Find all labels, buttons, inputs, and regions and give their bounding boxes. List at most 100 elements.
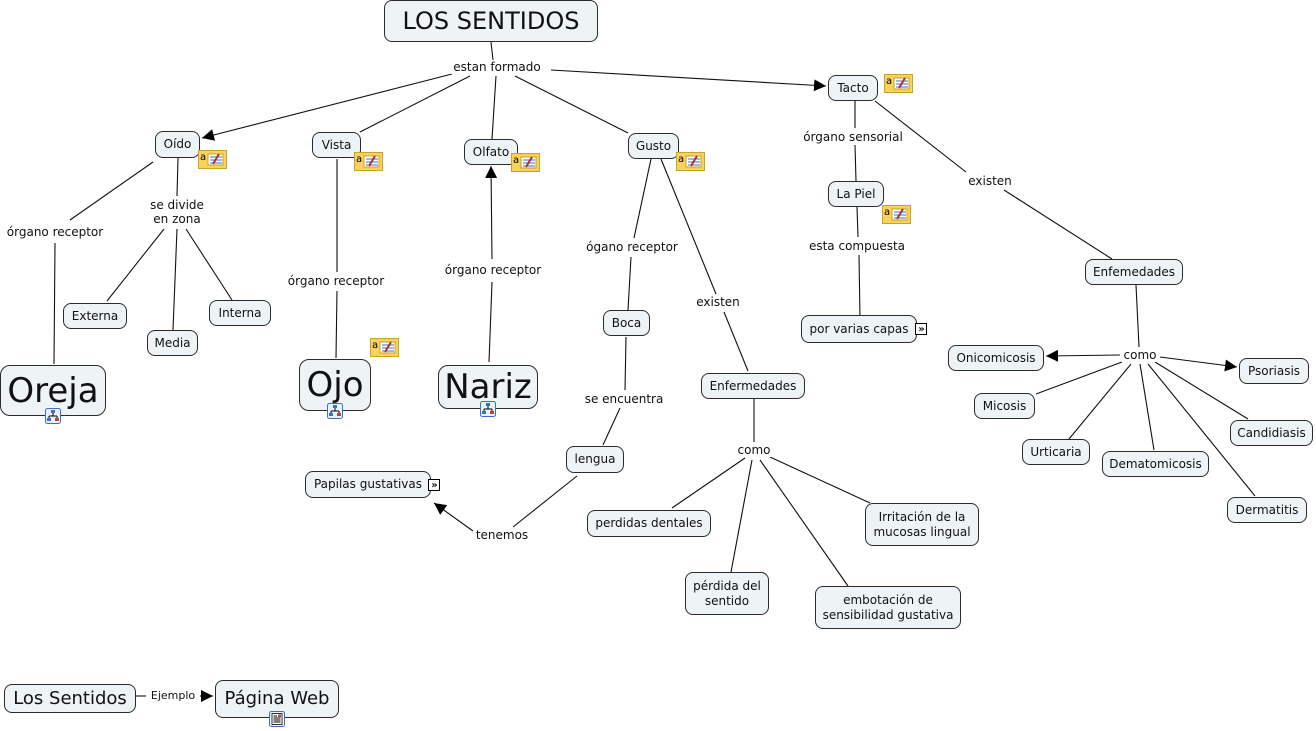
link-line: [106, 228, 165, 302]
concept-map-link-icon[interactable]: [327, 403, 343, 419]
link-line: [627, 256, 632, 311]
concept-los-sentidos[interactable]: LOS SENTIDOS: [384, 0, 598, 42]
svg-text:a: a: [678, 154, 684, 165]
concept-embotacion[interactable]: embotación de sensibilidad gustativa: [815, 586, 961, 629]
link-label-como-tacto: como: [1121, 348, 1159, 362]
concept-olfato[interactable]: Olfato: [464, 139, 518, 165]
link-line: [624, 336, 627, 391]
concept-urticaria[interactable]: Urticaria: [1022, 439, 1090, 465]
concept-onicomicosis[interactable]: Onicomicosis: [948, 345, 1044, 371]
link-line: [856, 206, 859, 238]
expand-chevrons-icon[interactable]: »: [428, 479, 440, 491]
concept-dematomicosis[interactable]: Dematomicosis: [1102, 451, 1209, 477]
concept-lengua[interactable]: lengua: [566, 446, 624, 473]
svg-text:a: a: [884, 207, 890, 218]
link-line: [671, 457, 746, 509]
concept-por-varias-capas[interactable]: por varias capas: [801, 315, 917, 343]
link-line: [1159, 356, 1238, 372]
link-line: [550, 69, 827, 92]
link-line: [201, 73, 453, 141]
annotation-note-icon[interactable]: a: [354, 152, 383, 171]
concept-enfermedades-gusto[interactable]: Enfermedades: [701, 373, 805, 399]
concept-boca[interactable]: Boca: [603, 310, 650, 336]
concept-externa[interactable]: Externa: [63, 303, 127, 329]
annotation-note-icon[interactable]: a: [198, 150, 227, 169]
link-line: [759, 459, 849, 587]
link-line: [633, 158, 652, 239]
concept-vista[interactable]: Vista: [312, 132, 361, 158]
link-line: [769, 456, 871, 504]
link-line: [185, 228, 233, 301]
link-label-oido-organo-receptor: órgano receptor: [4, 225, 106, 239]
concept-enfemedades-tacto[interactable]: Enfemedades: [1085, 259, 1183, 285]
concept-irritacion[interactable]: Irritación de la mucosas lingual: [865, 503, 979, 546]
concept-la-piel[interactable]: La Piel: [828, 181, 884, 207]
link-line: [1147, 363, 1256, 497]
link-line: [602, 407, 621, 446]
link-line: [660, 158, 717, 295]
concept-media[interactable]: Media: [147, 330, 198, 356]
link-line: [69, 161, 154, 221]
concept-perdidas-dentales[interactable]: perdidas dentales: [587, 510, 711, 537]
link-line: [858, 254, 861, 320]
annotation-note-icon[interactable]: a: [884, 74, 913, 93]
concept-tacto[interactable]: Tacto: [828, 75, 878, 101]
link-line: [488, 281, 493, 363]
annotation-note-icon[interactable]: a: [511, 153, 540, 172]
concept-micosis[interactable]: Micosis: [974, 393, 1035, 419]
svg-text:a: a: [372, 340, 378, 351]
link-line: [485, 165, 498, 260]
link-line: [176, 157, 179, 197]
link-label-se-encuentra: se encuentra: [582, 392, 666, 406]
concept-map-link-icon[interactable]: [45, 408, 61, 424]
concept-gusto[interactable]: Gusto: [628, 133, 679, 159]
concept-dermatitis[interactable]: Dermatitis: [1227, 497, 1307, 523]
link-line: [1139, 363, 1155, 451]
svg-text:a: a: [200, 152, 206, 163]
link-line: [1003, 189, 1113, 260]
annotation-note-icon[interactable]: a: [370, 338, 399, 357]
link-label-gusto-existen: existen: [694, 295, 742, 309]
concept-los-sentidos-small[interactable]: Los Sentidos: [4, 684, 136, 713]
link-line: [491, 75, 497, 140]
link-label-organo-sensorial: órgano sensorial: [801, 130, 905, 144]
link-line: [1045, 349, 1121, 362]
link-label-ejemplo: Ejemplo: [148, 689, 198, 703]
link-line: [1135, 284, 1140, 348]
link-line: [730, 459, 753, 573]
link-line: [1068, 363, 1132, 440]
link-line: [514, 75, 629, 134]
concept-oido[interactable]: Oído: [155, 131, 200, 158]
concept-perdida-del-sentido[interactable]: pérdida del sentido: [685, 572, 769, 615]
svg-text:a: a: [356, 154, 362, 165]
concept-psoriasis[interactable]: Psoriasis: [1239, 358, 1309, 384]
concept-papilas-gustativas[interactable]: Papilas gustativas: [305, 471, 431, 498]
link-label-tenemos: tenemos: [473, 528, 531, 542]
link-label-tacto-existen: existen: [966, 174, 1014, 188]
link-line: [335, 290, 338, 359]
link-line: [53, 242, 56, 365]
link-line: [1154, 361, 1249, 420]
link-line: [433, 502, 474, 532]
annotation-note-icon[interactable]: a: [676, 152, 705, 171]
web-page-resource-icon[interactable]: [269, 711, 285, 727]
annotation-note-icon[interactable]: a: [882, 205, 911, 224]
link-line: [172, 228, 178, 331]
link-line: [359, 75, 471, 133]
link-label-estan-formado: estan formado: [451, 60, 543, 74]
link-line: [490, 41, 494, 61]
concept-candidiasis[interactable]: Candidiasis: [1230, 420, 1313, 446]
concept-map-link-icon[interactable]: [480, 401, 496, 417]
link-line: [874, 100, 967, 173]
link-label-olfato-organo-receptor: órgano receptor: [442, 263, 544, 277]
concept-oreja[interactable]: Oreja: [0, 365, 106, 416]
svg-text:a: a: [513, 155, 519, 166]
expand-chevrons-icon[interactable]: »: [915, 323, 927, 335]
link-line: [1035, 361, 1123, 395]
link-label-se-divide-en-zona: se divide en zona: [148, 198, 206, 226]
link-line: [854, 144, 857, 182]
link-label-vista-organo-receptor: órgano receptor: [285, 274, 387, 288]
concept-interna[interactable]: Interna: [209, 300, 271, 326]
link-label-gusto-ogano-receptor: ógano receptor: [584, 240, 680, 254]
